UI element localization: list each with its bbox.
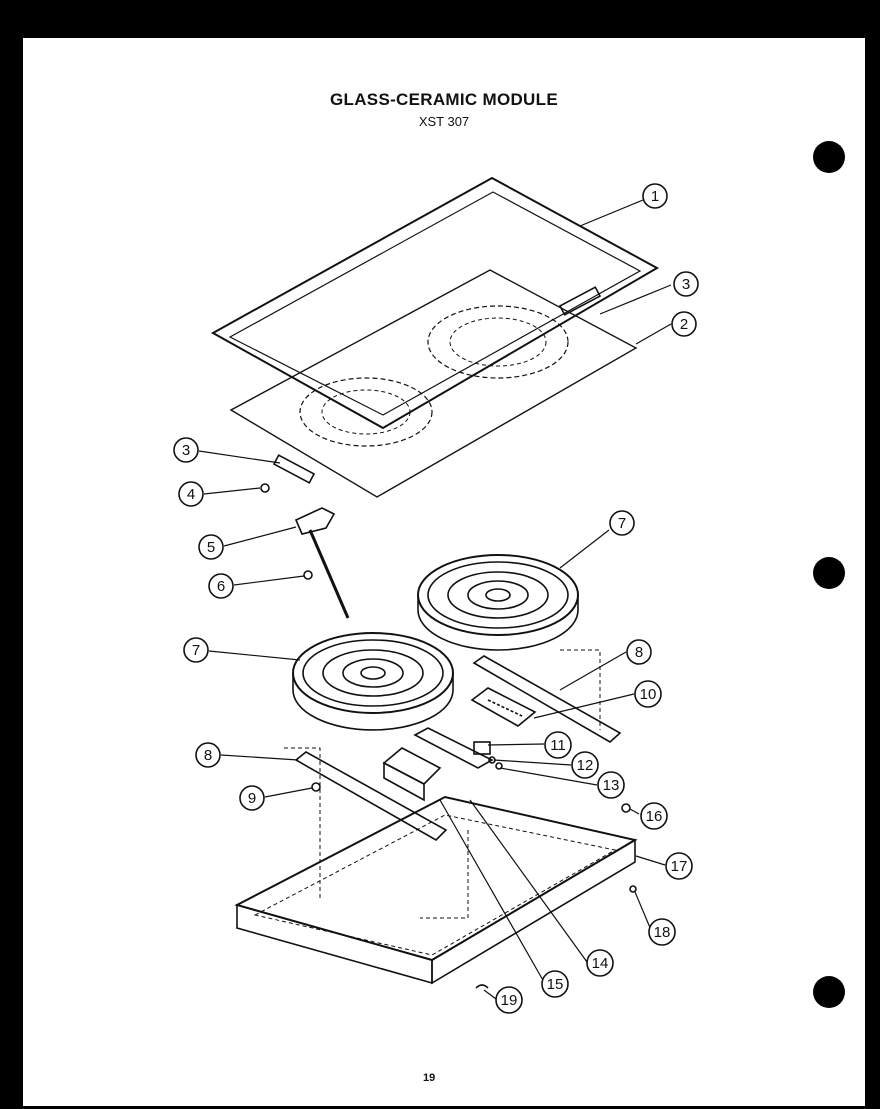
svg-text:2: 2 bbox=[680, 316, 688, 333]
callout-17: 17 bbox=[665, 852, 693, 880]
support-bracket-right bbox=[472, 655, 622, 743]
callout-13: 13 bbox=[597, 771, 625, 799]
svg-text:18: 18 bbox=[654, 924, 671, 941]
clip-upper bbox=[558, 286, 602, 316]
callout-2: 2 bbox=[671, 311, 697, 337]
svg-text:9: 9 bbox=[248, 790, 256, 807]
svg-text:8: 8 bbox=[204, 747, 212, 764]
junction-box bbox=[382, 747, 442, 802]
callout-18: 18 bbox=[648, 918, 676, 946]
page-number: 19 bbox=[423, 1072, 436, 1084]
callout-19: 19 bbox=[495, 986, 523, 1014]
callout-14: 14 bbox=[586, 949, 614, 977]
heating-element-right bbox=[417, 554, 579, 651]
callout-8-right: 8 bbox=[626, 639, 652, 665]
svg-text:1: 1 bbox=[651, 188, 659, 205]
callout-7-left: 7 bbox=[183, 637, 209, 663]
svg-text:19: 19 bbox=[501, 992, 518, 1009]
svg-text:14: 14 bbox=[592, 955, 609, 972]
callout-11: 11 bbox=[544, 731, 572, 759]
page-title: GLASS-CERAMIC MODULE bbox=[330, 90, 558, 109]
mounting-bracket bbox=[413, 727, 494, 769]
trim-frame bbox=[210, 176, 660, 430]
svg-text:7: 7 bbox=[618, 515, 626, 532]
callout-10: 10 bbox=[634, 680, 662, 708]
switch-assembly bbox=[473, 741, 503, 770]
svg-text:4: 4 bbox=[187, 486, 195, 503]
screw bbox=[260, 483, 270, 493]
svg-text:17: 17 bbox=[671, 858, 688, 875]
callout-9: 9 bbox=[239, 785, 265, 811]
sensor-screw bbox=[303, 570, 313, 580]
callout-12: 12 bbox=[571, 751, 599, 779]
model-number: XST 307 bbox=[418, 114, 470, 129]
glass-ceramic-top bbox=[229, 269, 638, 498]
svg-text:7: 7 bbox=[192, 642, 200, 659]
svg-text:6: 6 bbox=[217, 578, 225, 595]
svg-text:13: 13 bbox=[603, 777, 620, 794]
callout-1: 1 bbox=[642, 183, 668, 209]
manual-page: GLASS-CERAMIC MODULE XST 307 19 bbox=[23, 38, 865, 1106]
callout-8-left: 8 bbox=[195, 742, 221, 768]
box-screw bbox=[621, 803, 631, 813]
callout-15: 15 bbox=[541, 970, 569, 998]
svg-text:15: 15 bbox=[547, 976, 564, 993]
callout-5: 5 bbox=[198, 534, 224, 560]
box-mount-screw bbox=[629, 885, 637, 893]
heating-element-left bbox=[292, 632, 454, 731]
svg-text:11: 11 bbox=[550, 737, 566, 754]
callout-3-lower: 3 bbox=[173, 437, 199, 463]
wire-clip bbox=[475, 984, 489, 989]
binder-hole-top bbox=[813, 141, 845, 173]
callout-6: 6 bbox=[208, 573, 234, 599]
bracket-clip bbox=[311, 782, 321, 792]
callout-3-upper: 3 bbox=[673, 271, 699, 297]
support-bracket-left bbox=[294, 751, 448, 841]
callout-16: 16 bbox=[640, 802, 668, 830]
leader-lines bbox=[198, 199, 672, 1000]
callouts: 1 3 2 3 4 5 6 7 7 8 10 11 12 13 8 9 16 1… bbox=[173, 183, 699, 1014]
svg-text:12: 12 bbox=[577, 757, 594, 774]
svg-text:8: 8 bbox=[635, 644, 643, 661]
binder-hole-middle bbox=[813, 557, 845, 589]
limiter-sensor bbox=[294, 507, 350, 619]
burner-box bbox=[234, 649, 638, 985]
svg-text:3: 3 bbox=[682, 276, 690, 293]
callout-7-right: 7 bbox=[609, 510, 635, 536]
terminal-block bbox=[470, 687, 537, 727]
svg-text:5: 5 bbox=[207, 539, 215, 556]
callout-4: 4 bbox=[178, 481, 204, 507]
svg-text:10: 10 bbox=[640, 686, 657, 703]
svg-text:16: 16 bbox=[646, 808, 663, 825]
svg-text:3: 3 bbox=[182, 442, 190, 459]
binder-hole-bottom bbox=[813, 976, 845, 1008]
clip-lower bbox=[272, 454, 316, 484]
